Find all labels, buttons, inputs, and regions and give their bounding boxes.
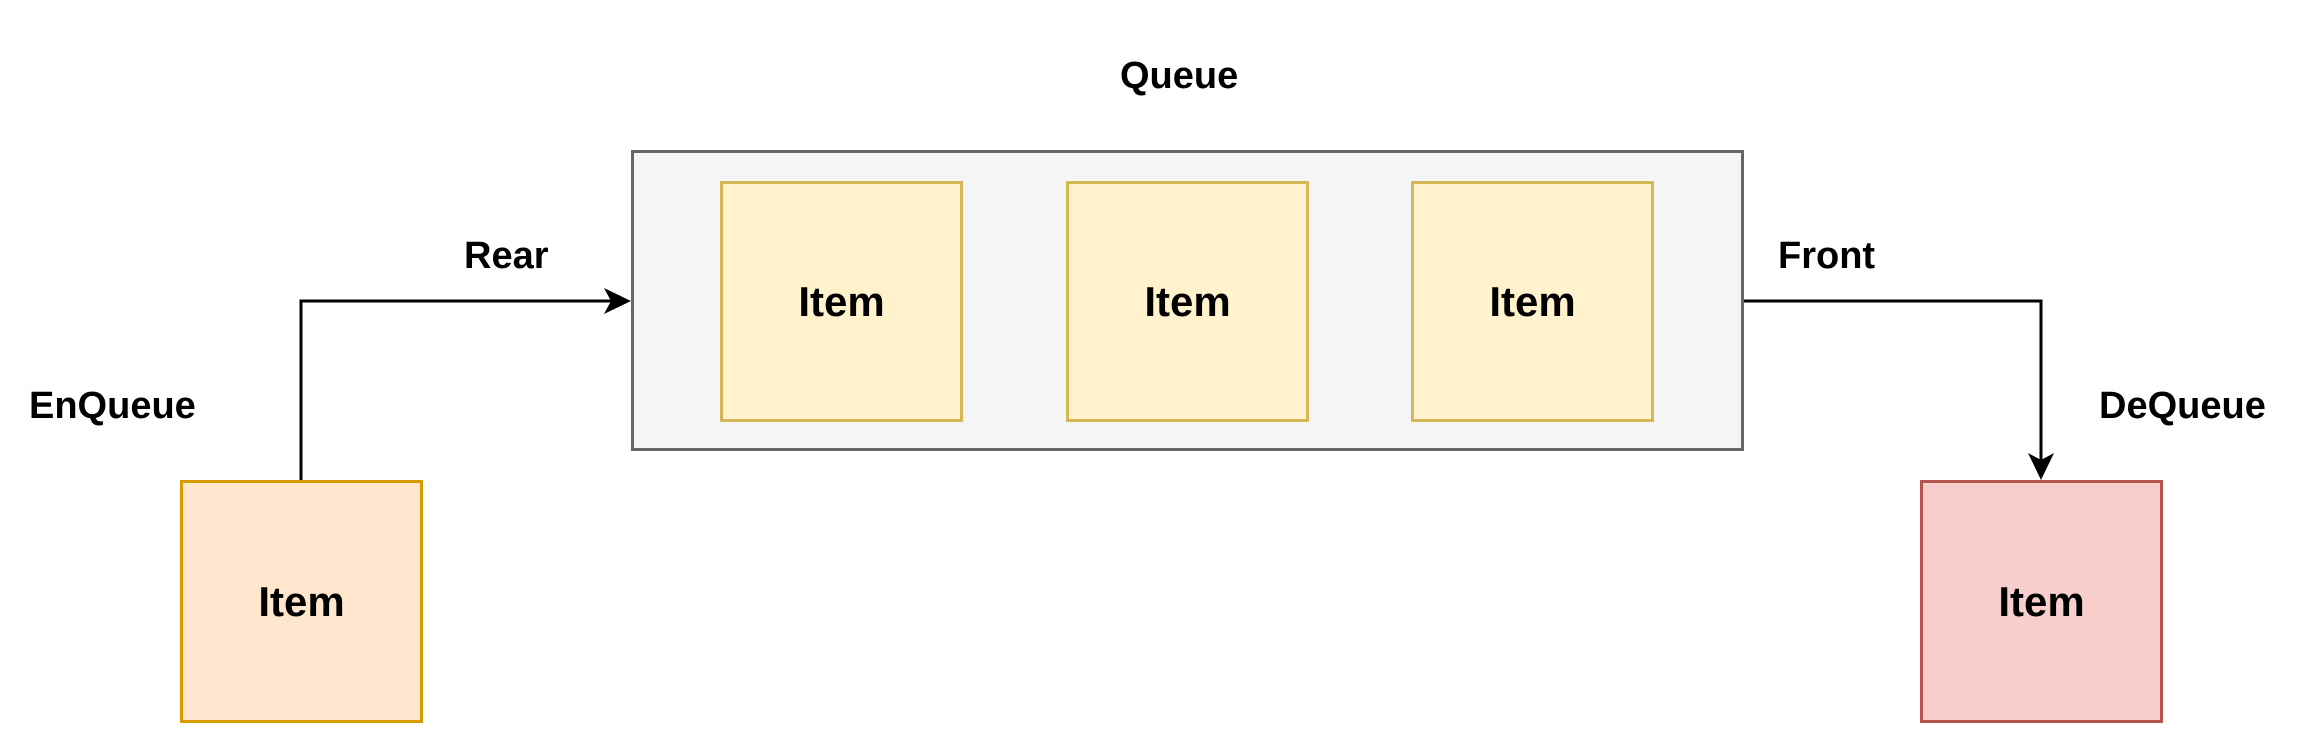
dequeue-connector [1744,299,2043,463]
dequeue-arrowhead [2028,453,2054,480]
rear-label: Rear [464,235,549,277]
queue-item: Item [720,181,963,422]
rear-arrowhead [604,288,631,314]
front-label: Front [1778,235,1876,277]
dequeue-label: DeQueue [2099,385,2266,427]
queue-title: Queue [1120,55,1239,97]
dequeue-item: Item [1920,480,2163,723]
queue-item: Item [1411,181,1654,422]
enqueue-item: Item [180,480,423,723]
enqueue-label: EnQueue [29,385,196,427]
enqueue-connector [299,299,614,480]
queue-item: Item [1066,181,1309,422]
